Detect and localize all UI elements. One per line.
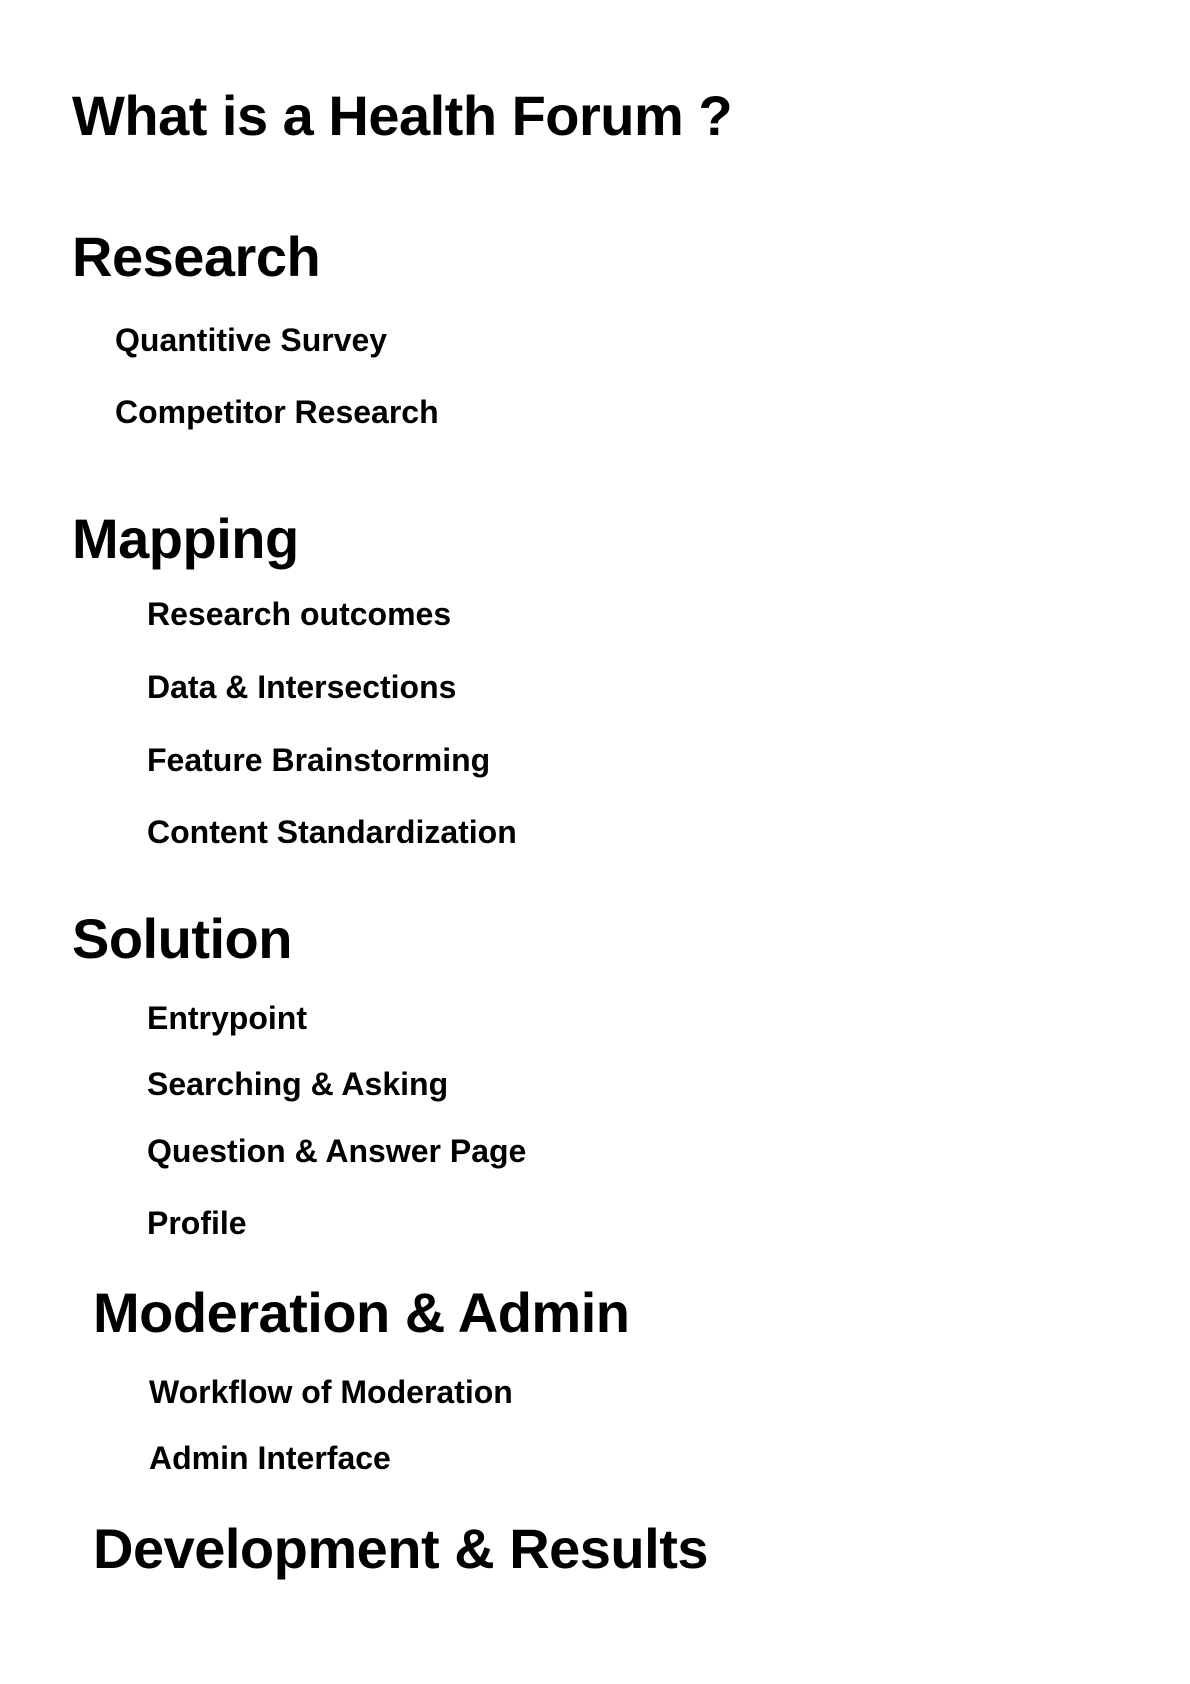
heading-research: Research bbox=[72, 225, 321, 288]
item-workflow-of-moderation: Workflow of Moderation bbox=[149, 1374, 513, 1410]
heading-solution: Solution bbox=[72, 907, 292, 970]
heading-moderation-admin: Moderation & Admin bbox=[93, 1281, 630, 1344]
heading-mapping: Mapping bbox=[72, 507, 299, 570]
heading-what-is-a-health-forum: What is a Health Forum ? bbox=[72, 84, 733, 147]
item-research-outcomes: Research outcomes bbox=[147, 596, 452, 632]
item-competitor-research: Competitor Research bbox=[115, 394, 439, 430]
item-profile: Profile bbox=[147, 1205, 247, 1241]
item-question-answer-page: Question & Answer Page bbox=[147, 1133, 527, 1169]
item-searching-asking: Searching & Asking bbox=[147, 1066, 449, 1102]
item-admin-interface: Admin Interface bbox=[149, 1440, 391, 1476]
item-entrypoint: Entrypoint bbox=[147, 1000, 307, 1036]
item-data-intersections: Data & Intersections bbox=[147, 669, 457, 705]
item-feature-brainstorming: Feature Brainstorming bbox=[147, 742, 491, 778]
item-quantitive-survey: Quantitive Survey bbox=[115, 322, 388, 358]
heading-development-results: Development & Results bbox=[93, 1517, 709, 1580]
item-content-standardization: Content Standardization bbox=[147, 814, 517, 850]
